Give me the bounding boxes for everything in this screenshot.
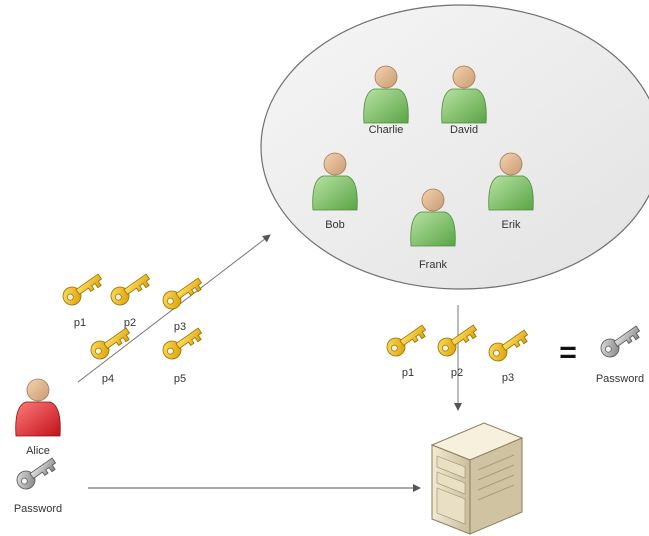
password-label: Password bbox=[14, 503, 62, 515]
member-label: Erik bbox=[502, 219, 521, 231]
alice-label: Alice bbox=[26, 445, 50, 457]
member-label: Bob bbox=[325, 219, 345, 231]
key-icon bbox=[596, 320, 644, 362]
member-label: Charlie bbox=[369, 124, 404, 136]
member-david: David bbox=[441, 65, 487, 136]
key-icon bbox=[382, 319, 430, 361]
group-circle bbox=[260, 4, 649, 290]
alice-password: Password bbox=[12, 452, 62, 515]
share-label: p1 bbox=[74, 317, 86, 329]
share-p4: p4 bbox=[86, 322, 134, 385]
share-label: p2 bbox=[451, 367, 463, 379]
member-frank: Frank bbox=[410, 188, 456, 271]
member-label: Frank bbox=[419, 259, 448, 271]
person-icon bbox=[15, 378, 61, 437]
password-label: Password bbox=[596, 373, 644, 385]
key-icon bbox=[433, 319, 481, 361]
share-label: p3 bbox=[174, 321, 186, 333]
share-p1: p1 bbox=[58, 268, 106, 329]
key-icon bbox=[58, 268, 106, 310]
key-icon bbox=[12, 452, 60, 494]
equals-sign: = bbox=[559, 336, 577, 369]
share-label: p2 bbox=[124, 317, 136, 329]
server-icon bbox=[430, 422, 524, 535]
member-charlie: Charlie bbox=[363, 65, 409, 136]
share-label: p4 bbox=[102, 373, 114, 385]
share-p5: p5 bbox=[158, 322, 206, 385]
member-erik: Erik bbox=[488, 152, 534, 231]
share-p2: p2 bbox=[106, 268, 154, 329]
share-label: p3 bbox=[502, 372, 514, 384]
reconstructed-password: Password bbox=[596, 320, 644, 385]
key-icon bbox=[484, 324, 532, 366]
share-label: p1 bbox=[402, 367, 414, 379]
share-p3: p3 bbox=[158, 272, 206, 333]
returned-share-p2: p2 bbox=[433, 319, 481, 379]
returned-share-p1: p1 bbox=[382, 319, 430, 379]
share-label: p5 bbox=[174, 373, 186, 385]
member-bob: Bob bbox=[312, 152, 358, 231]
alice: Alice bbox=[15, 378, 61, 457]
key-icon bbox=[158, 272, 206, 314]
returned-share-p3: p3 bbox=[484, 324, 532, 384]
key-icon bbox=[86, 322, 134, 364]
member-label: David bbox=[450, 124, 478, 136]
key-icon bbox=[106, 268, 154, 310]
